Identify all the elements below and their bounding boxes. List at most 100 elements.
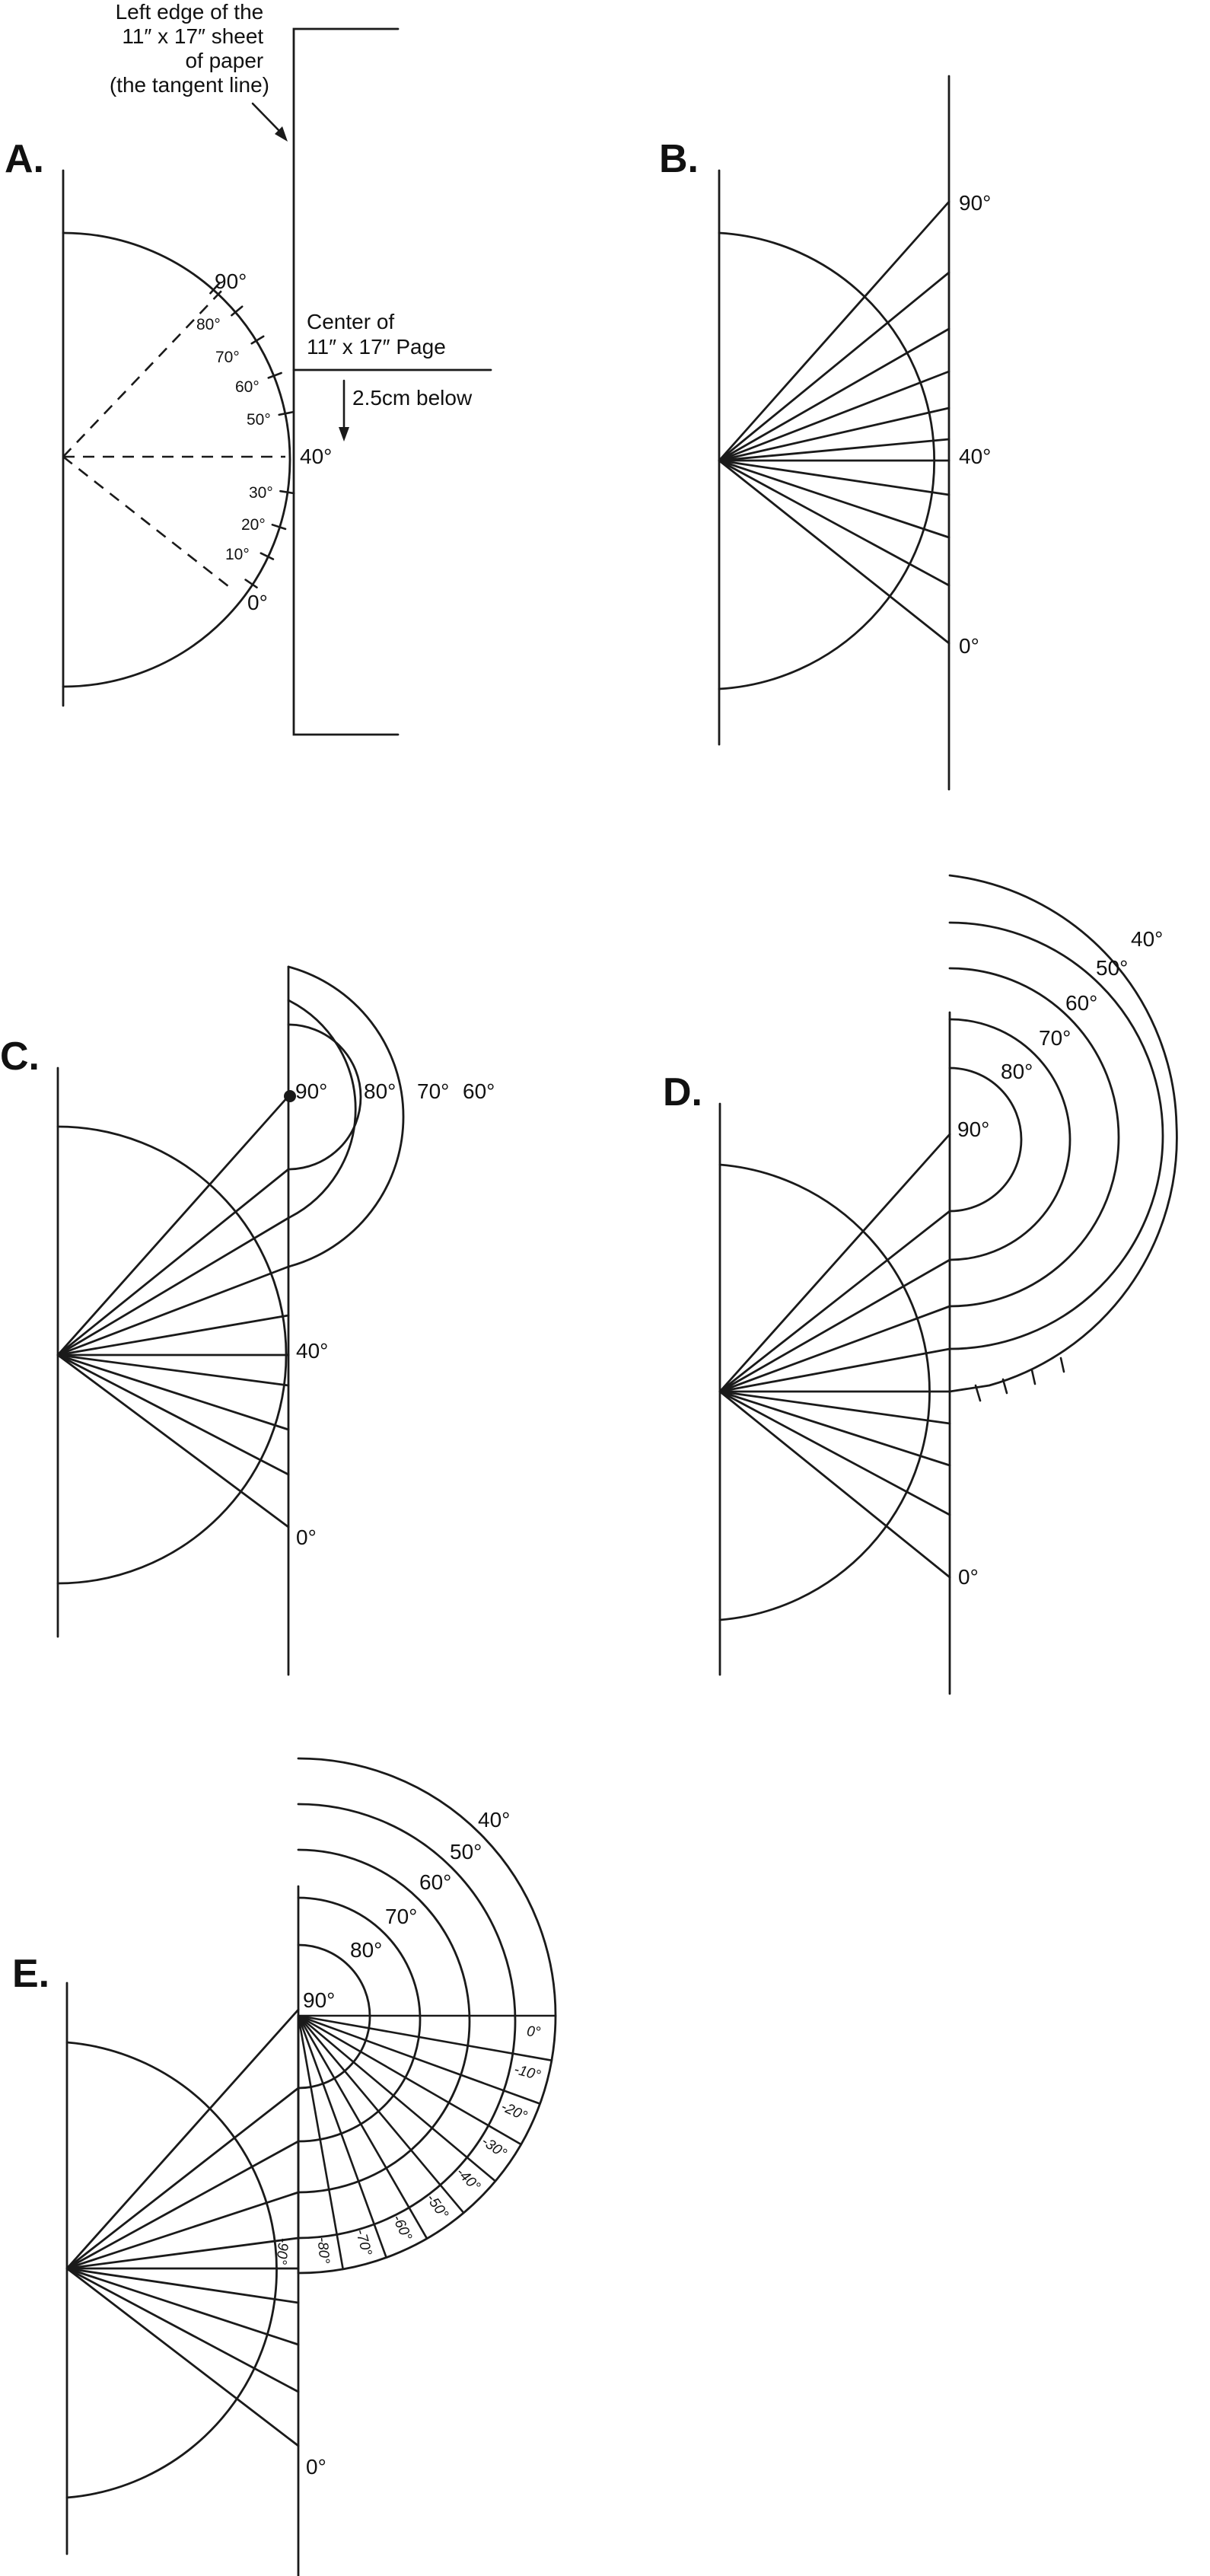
- panel-b-ray: [718, 327, 950, 462]
- panel-d-label-80: 80°: [1001, 1060, 1033, 1083]
- panel-a-dashed-ray-90: [62, 287, 225, 457]
- panel-d-label-70: 70°: [1039, 1026, 1071, 1050]
- panel-a-arc-tick: [278, 411, 294, 416]
- panel-e: E. 0°-10°-20°-30°-40°-50°-60°-70°-80°-90…: [12, 1757, 557, 2576]
- panel-e-semicircle: [65, 2041, 278, 2499]
- panel-c-label-70: 70°: [417, 1079, 449, 1103]
- panel-a-label-30: 30°: [249, 484, 273, 502]
- panel-a-arc-tick: [260, 552, 275, 560]
- panel-a-arc-tick: [267, 371, 282, 379]
- panel-a-center-note: Center of 11″ x 17″ Page: [307, 310, 446, 359]
- panel-a-arc-ticks: [209, 282, 295, 589]
- panel-e-ray: [65, 2140, 300, 2270]
- panel-e-label: E.: [12, 1952, 49, 1996]
- panel-a-edge-arrow: [251, 102, 283, 135]
- panel-e-arc-70: [297, 1848, 471, 2194]
- panel-a-arc-tick: [231, 305, 244, 317]
- panel-b-label: B.: [659, 137, 699, 181]
- panel-e-rays: [65, 2008, 300, 2447]
- center-line-1: Center of: [307, 310, 394, 333]
- center-line-2: 11″ x 17″ Page: [307, 335, 446, 359]
- panel-b-ray: [718, 406, 950, 462]
- panel-d-scale-tick: [1059, 1357, 1065, 1373]
- panel-d-label-40: 40°: [1131, 927, 1163, 951]
- panel-e-label-80: 80°: [350, 1938, 382, 1962]
- panel-d-ray: [718, 1210, 951, 1393]
- panel-a-label-60: 60°: [235, 378, 260, 396]
- panel-c-arc-80: [287, 999, 357, 1219]
- panel-c-arc-70: [287, 965, 405, 1268]
- panel-d-arc-70: [948, 967, 1120, 1308]
- panel-e-arc-80: [297, 1896, 422, 2143]
- panel-c-ray: [56, 1353, 290, 1529]
- panel-a-label-50: 50°: [247, 411, 271, 429]
- panel-c-ray: [56, 1314, 290, 1357]
- panel-e-ray: [65, 2267, 300, 2304]
- panel-e-ray: [65, 2191, 300, 2270]
- panel-c-label-60: 60°: [463, 1079, 495, 1103]
- panel-e-label-60: 60°: [419, 1870, 451, 1894]
- panel-e-scale-fan: [297, 2014, 557, 2275]
- panel-d-arc-60: [948, 921, 1164, 1350]
- panel-d-label-50: 50°: [1096, 956, 1128, 980]
- panel-e-ray: [65, 2008, 300, 2270]
- panel-d-label-90: 90°: [957, 1117, 989, 1141]
- panel-d-ray: [718, 1390, 951, 1425]
- panel-e-label-40: 40°: [478, 1808, 510, 1832]
- panel-d: D. 80° 70° 60° 50° 40° 90° 0°: [663, 874, 1178, 1695]
- panel-e-fan-ray: [297, 2014, 428, 2240]
- panel-d-scale-ticks: [974, 1357, 1065, 1402]
- left-edge-line-2: 11″ x 17″ sheet: [122, 24, 263, 48]
- panel-e-fan-ray: [297, 2014, 497, 2182]
- panel-d-ray: [718, 1258, 951, 1393]
- panel-b-label-40: 40°: [959, 445, 991, 468]
- panel-e-fan-ray: [297, 2014, 387, 2259]
- panel-a-left-edge-note: Left edge of the 11″ x 17″ sheet of pape…: [110, 0, 269, 97]
- panel-e-label-90: 90°: [303, 1988, 335, 2012]
- panel-e-scale-label: -20°: [498, 2099, 530, 2125]
- panel-c-rays: [56, 1095, 290, 1529]
- left-edge-line-3: of paper: [185, 49, 263, 72]
- panel-d-arc-90: [948, 1066, 1023, 1213]
- panel-e-scale-label: -10°: [512, 2061, 543, 2083]
- panel-e-label-50: 50°: [450, 1840, 482, 1863]
- panel-a-arc-tick: [250, 335, 265, 345]
- panel-d-scale-tick: [974, 1384, 982, 1402]
- panel-e-ray: [65, 2267, 300, 2393]
- panel-d-arc-80: [948, 1018, 1071, 1261]
- panel-c: C. 90° 80° 70° 60° 40° 0°: [0, 965, 495, 1676]
- panel-a-below-arrowhead: [339, 427, 349, 442]
- panel-d-scale-tick: [1030, 1369, 1036, 1385]
- panel-b-ray: [718, 459, 950, 587]
- panel-a-semicircle: [62, 231, 291, 688]
- panel-c-ray: [56, 1353, 290, 1476]
- panel-d-rays: [718, 1133, 951, 1579]
- panel-e-fan-ray: [297, 2014, 465, 2214]
- panel-a-below-note: 2.5cm below: [352, 386, 473, 410]
- panel-a-label-80: 80°: [196, 316, 221, 333]
- panel-a-label-10: 10°: [225, 546, 250, 563]
- panel-e-fan-ray: [297, 2014, 553, 2061]
- panel-b-label-0: 0°: [959, 634, 979, 658]
- panel-c-ray: [56, 1353, 290, 1431]
- panel-e-fan-ray: [297, 2014, 541, 2105]
- panel-b: B. 90° 40° 0°: [659, 75, 991, 791]
- panel-c-ray: [56, 1095, 290, 1357]
- panel-b-rays: [718, 200, 950, 645]
- panel-a-dashed-ray-0: [62, 455, 233, 591]
- panel-b-ray: [718, 459, 950, 496]
- panel-c-label-80: 80°: [364, 1079, 396, 1103]
- panel-a-label: A.: [5, 137, 44, 181]
- panel-c-ray: [56, 1216, 290, 1357]
- panel-b-ray: [718, 370, 950, 462]
- panel-e-ray: [65, 2236, 300, 2270]
- panel-a-label-20: 20°: [241, 516, 266, 534]
- panel-e-scale-label: -60°: [389, 2212, 415, 2243]
- panel-c-label-0: 0°: [296, 1526, 317, 1549]
- panel-d-ray: [718, 1347, 951, 1393]
- panel-d-ray: [718, 1390, 951, 1579]
- panel-e-arc-60: [297, 1803, 517, 2240]
- panel-c-ray: [56, 1168, 290, 1357]
